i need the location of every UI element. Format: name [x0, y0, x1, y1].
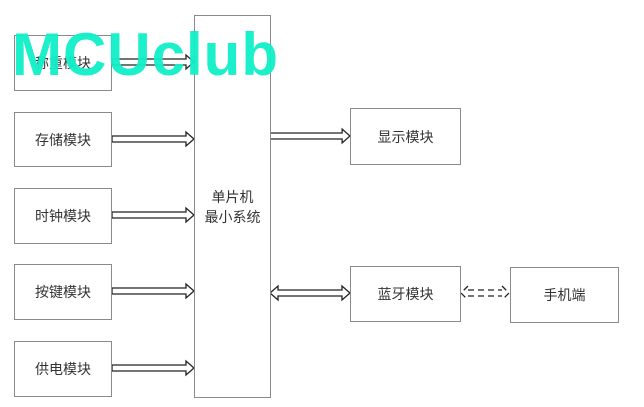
arrow-mcu-bluetooth-bidirectional — [269, 284, 351, 302]
weighing-module-box: 称重模块 — [14, 35, 112, 91]
display-module-label: 显示模块 — [377, 129, 434, 146]
arrow-keys-to-mcu — [111, 283, 195, 299]
phone-box: 手机端 — [510, 267, 619, 323]
power-module-label: 供电模块 — [35, 362, 91, 378]
mcu-label-line2: 最小系统 — [204, 209, 261, 226]
clock-module-box: 时钟模块 — [14, 188, 112, 244]
mcu-system-box: 单片机 最小系统 — [194, 15, 271, 398]
clock-module-label: 时钟模块 — [35, 209, 91, 225]
keys-module-label: 按键模块 — [35, 285, 91, 301]
bluetooth-module-label: 蓝牙模块 — [377, 287, 434, 303]
arrow-storage-to-mcu — [111, 131, 195, 147]
mcu-label-line1: 单片机 — [211, 189, 254, 206]
arrow-bluetooth-phone-dashed — [460, 285, 510, 301]
weighing-module-label: 称重模块 — [35, 56, 91, 72]
bluetooth-module-box: 蓝牙模块 — [350, 266, 461, 322]
mcuclub-watermark: MCUclub — [12, 21, 279, 88]
keys-module-box: 按键模块 — [14, 264, 112, 320]
storage-module-label: 存储模块 — [35, 132, 91, 149]
storage-module-box: 存储模块 — [14, 112, 112, 167]
display-module-box: 显示模块 — [350, 108, 461, 165]
phone-label: 手机端 — [543, 288, 586, 304]
arrow-mcu-to-display — [269, 128, 351, 144]
power-module-box: 供电模块 — [14, 341, 112, 397]
arrow-power-to-mcu — [111, 360, 195, 376]
arrow-clock-to-mcu — [111, 207, 195, 223]
